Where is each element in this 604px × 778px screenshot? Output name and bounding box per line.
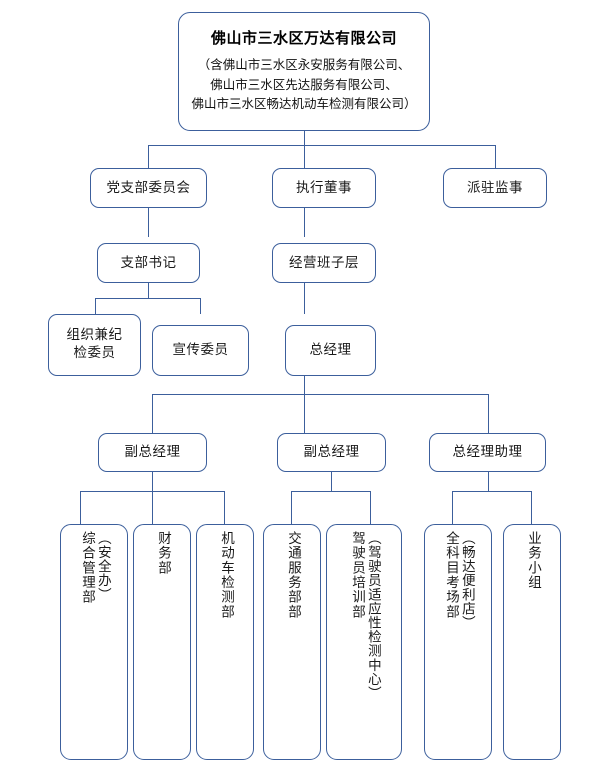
- node-label: 总经理助理: [452, 444, 523, 461]
- dept-paren-label: （驾驶员适应性检测中心）: [364, 531, 381, 701]
- node-label: 派驻监事: [467, 179, 523, 196]
- connector-shuji-drop-2: [200, 298, 202, 314]
- connector-zongjingli-down: [304, 376, 306, 395]
- connector-level2-bus: [148, 145, 496, 147]
- node-label: 执行董事: [296, 179, 352, 196]
- node-label: 经营班子层: [289, 254, 359, 271]
- connector-shuji-bus: [95, 298, 201, 300]
- connector-level2-drop-2: [304, 145, 306, 168]
- connector-dongshi-to-banzi: [304, 208, 306, 237]
- node-general-manager-assistant[interactable]: 总经理助理: [429, 433, 546, 472]
- node-assigned-supervisor[interactable]: 派驻监事: [443, 168, 547, 208]
- connector-dept-drop-6: [452, 491, 454, 524]
- node-company-root[interactable]: 佛山市三水区万达有限公司 （含佛山市三水区永安服务有限公司、 佛山市三水区先达服…: [178, 12, 430, 131]
- connector-shuji-down: [148, 283, 150, 299]
- node-organization-discipline-member[interactable]: 组织兼纪 检委员: [48, 314, 141, 376]
- node-dept-business-group[interactable]: 业务小组: [503, 524, 561, 760]
- connector-level5-bus: [152, 394, 488, 396]
- node-dept-vehicle-inspection[interactable]: 机动车检测部: [196, 524, 254, 760]
- connector-dept-drop-3: [224, 491, 226, 524]
- connector-dept-bus-3: [452, 491, 532, 493]
- dept-main-label: 驾驶员培训部: [349, 531, 365, 620]
- connector-dangzhibu-to-shuji: [148, 208, 150, 237]
- node-label: 总经理: [309, 342, 352, 359]
- node-executive-director[interactable]: 执行董事: [272, 168, 376, 208]
- node-deputy-general-manager-1[interactable]: 副总经理: [98, 433, 207, 472]
- node-branch-secretary[interactable]: 支部书记: [97, 243, 200, 283]
- dept-main-label: 交通服务部部: [284, 531, 301, 620]
- node-dept-driver-training[interactable]: （驾驶员适应性检测中心） 驾驶员培训部: [326, 524, 402, 760]
- dept-main-label: 业务小组: [524, 531, 541, 590]
- connector-banzi-to-zongjingli: [304, 283, 306, 314]
- node-label: 宣传委员: [172, 342, 229, 359]
- connector-level5-drop-1: [152, 394, 154, 433]
- connector-level2-drop-3: [495, 145, 497, 168]
- node-party-branch-committee[interactable]: 党支部委员会: [90, 168, 207, 208]
- dept-paren-label: （安全办）: [94, 531, 111, 602]
- connector-level5-drop-2: [304, 394, 306, 433]
- node-label: 组织兼纪 检委员: [66, 327, 123, 361]
- connector-dept-drop-7: [531, 491, 533, 524]
- connector-zhuli-down: [488, 472, 490, 492]
- connector-shuji-drop-1: [95, 298, 97, 314]
- connector-fuzong2-down: [331, 472, 333, 492]
- node-deputy-general-manager-2[interactable]: 副总经理: [277, 433, 386, 472]
- connector-dept-drop-5: [370, 491, 372, 524]
- node-management-team[interactable]: 经营班子层: [272, 243, 376, 283]
- node-label: 副总经理: [124, 444, 181, 461]
- company-subsidiaries: （含佛山市三水区永安服务有限公司、 佛山市三水区先达服务有限公司、 佛山市三水区…: [191, 57, 417, 112]
- connector-root-down: [304, 131, 306, 146]
- company-title: 佛山市三水区万达有限公司: [210, 29, 397, 48]
- connector-fuzong1-down: [152, 472, 154, 492]
- node-dept-traffic-service[interactable]: 交通服务部部: [263, 524, 321, 760]
- node-general-manager[interactable]: 总经理: [285, 325, 376, 376]
- node-propaganda-member[interactable]: 宣传委员: [152, 325, 249, 376]
- connector-level5-drop-3: [488, 394, 490, 433]
- node-dept-finance[interactable]: 财务部: [133, 524, 191, 760]
- dept-main-label: 全科目考场部: [443, 531, 459, 620]
- dept-main-label: 机动车检测部: [217, 531, 234, 620]
- connector-dept-drop-2: [152, 491, 154, 524]
- node-dept-comprehensive-management[interactable]: （安全办） 综合管理部: [60, 524, 128, 760]
- connector-dept-bus-2: [291, 491, 371, 493]
- node-label: 党支部委员会: [106, 179, 191, 196]
- connector-dept-drop-1: [80, 491, 82, 524]
- node-label: 支部书记: [120, 254, 177, 271]
- dept-paren-label: （畅达便利店）: [458, 531, 475, 630]
- connector-dept-drop-4: [291, 491, 293, 524]
- node-dept-full-subject-exam-field[interactable]: （畅达便利店） 全科目考场部: [424, 524, 492, 760]
- dept-main-label: 综合管理部: [79, 531, 95, 605]
- node-label: 副总经理: [303, 444, 360, 461]
- connector-level2-drop-1: [148, 145, 150, 168]
- dept-main-label: 财务部: [154, 531, 171, 576]
